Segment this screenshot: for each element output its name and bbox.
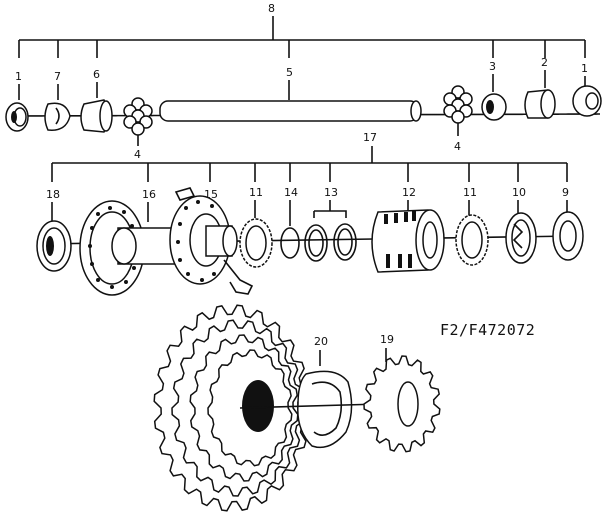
small-cog-bore [397, 381, 419, 427]
label-8: 8 [268, 2, 275, 15]
label-13: 13 [324, 186, 338, 199]
label-16: 16 [142, 188, 156, 201]
dust-cap-left-part [36, 220, 72, 272]
pawl-ring-part [304, 223, 357, 262]
label-6: 6 [93, 68, 100, 81]
label-4-right: 4 [454, 140, 461, 153]
label-20: 20 [314, 335, 328, 348]
label-4-left: 4 [134, 148, 141, 161]
cone-nut-right-part [572, 85, 602, 117]
label-10: 10 [512, 186, 526, 199]
label-18: 18 [46, 188, 60, 201]
freewheel-body-part [371, 209, 445, 273]
small-cog-part [363, 355, 441, 453]
flange-part [169, 187, 254, 295]
snap-ring-part [280, 227, 300, 259]
washer-right-part [524, 89, 556, 119]
label-5: 5 [286, 66, 293, 79]
bearing-left-part [123, 97, 153, 136]
axle-part [159, 100, 422, 122]
hub-group-bracket [51, 146, 568, 182]
label-12: 12 [402, 186, 416, 199]
drawing-code: F2/F472072 [440, 321, 535, 339]
axle-group-bracket [18, 16, 586, 58]
cog-cluster-part [153, 304, 311, 512]
label-17: 17 [363, 131, 377, 144]
cog-hub-core [242, 380, 274, 432]
ball-retainer-left-part [239, 218, 273, 268]
label-3: 3 [489, 60, 496, 73]
label-19: 19 [380, 333, 394, 346]
label-2: 2 [541, 56, 548, 69]
label-11-right: 11 [463, 186, 477, 199]
ball-retainer-right-part [455, 214, 489, 266]
label-7: 7 [54, 70, 61, 83]
cone-nut-left-part [5, 102, 29, 132]
ratchet-part [505, 212, 537, 264]
label-1-left: 1 [15, 70, 22, 83]
label-14: 14 [284, 186, 298, 199]
cone-left-part [80, 99, 113, 133]
washer-left-part [44, 102, 71, 131]
dust-cap-right-part [552, 211, 584, 261]
hub-shell-part [79, 200, 183, 296]
cone-right-part [481, 93, 507, 121]
label-9: 9 [562, 186, 569, 199]
label-11-left: 11 [249, 186, 263, 199]
label-1-right: 1 [581, 62, 588, 75]
spacer-part [297, 370, 353, 449]
bearing-right-part [443, 85, 473, 124]
